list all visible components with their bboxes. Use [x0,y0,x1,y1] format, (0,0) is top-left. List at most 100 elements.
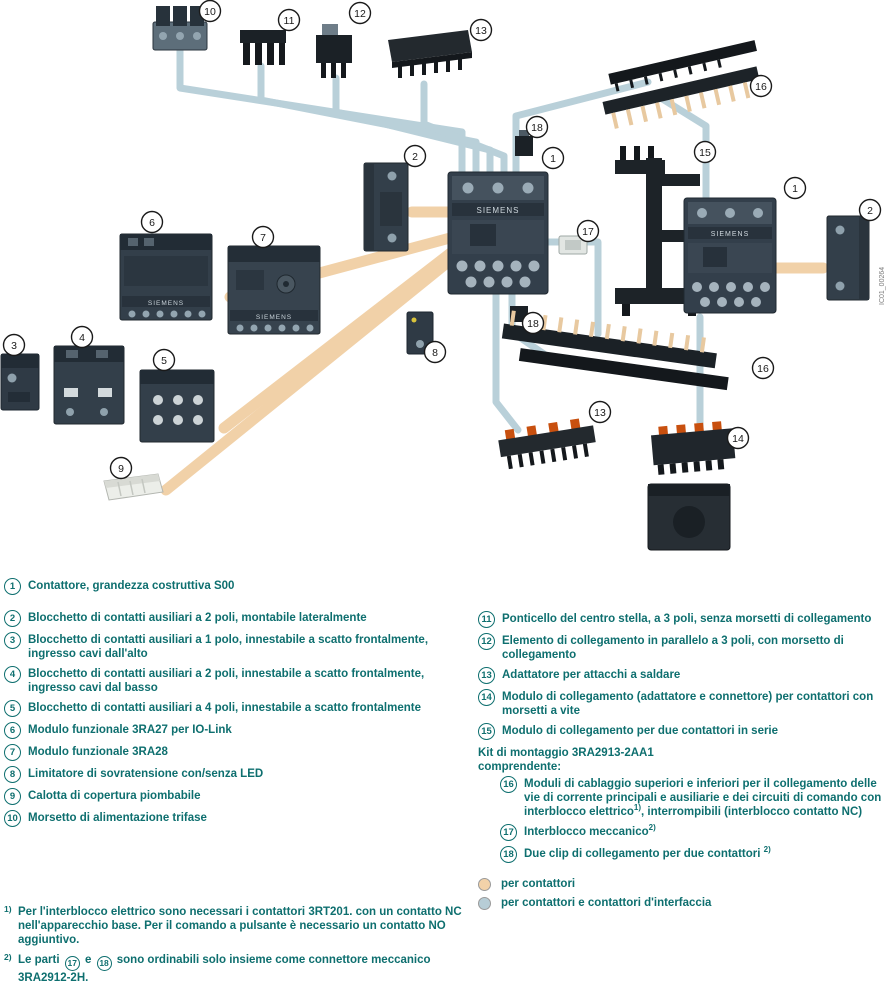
inline-callout-17: 17 [64,955,80,971]
legend-number-2: 2 [4,610,21,627]
diagram-callout-6: 6 [140,210,164,234]
kit-items: 16 Moduli di cablaggio superiori e infer… [500,776,892,863]
diagram-callout-13: 13 [469,18,493,42]
legend-item-17: 17 Interblocco meccanico2) [500,823,892,841]
footnote-ref-1: 1) [633,803,642,813]
diagram-callout-1: 1 [541,146,565,170]
svg-text:15: 15 [699,147,711,159]
brand-label: SIEMENS [711,231,750,238]
component-wiring-module-bottom [501,310,729,391]
diagram-callout-13: 13 [588,400,612,424]
footnote-2: 2) Le parti 17 e 18 sono ordinabili solo… [4,952,431,984]
component-power-terminal [152,6,208,51]
diagram-callout-15: 15 [693,140,717,164]
legend-item-12: 12 Elemento di collegamento in parallelo… [478,633,892,662]
legend-item-2: 2 Blocchetto di contatti ausiliari a 2 p… [4,610,470,627]
legend-item-1: 1 Contattore, grandezza costruttiva S00 [4,578,470,595]
legend-number-9: 9 [4,788,21,805]
legend-item-15: 15 Modulo di collegamento per due contat… [478,723,892,740]
legend-item-10: 10 Morsetto di alimentazione trifase [4,810,470,827]
svg-text:16: 16 [755,81,767,93]
component-function-module-iolink: SIEMENS [119,233,213,321]
svg-text:12: 12 [354,8,366,20]
legend-item-13: 13 Adattatore per attacchi a saldare [478,667,892,684]
svg-text:1: 1 [550,153,556,165]
component-contactor-right: SIEMENS [683,197,777,314]
legend-number-3: 3 [4,632,21,649]
component-parallel-link [316,24,352,78]
diagram-callout-10: 10 [198,0,222,23]
diagram-callout-12: 12 [348,1,372,25]
brand-label: SIEMENS [256,314,292,321]
svg-text:8: 8 [432,347,438,359]
svg-text:2: 2 [412,151,418,163]
component-aux-1pole [0,353,40,411]
component-function-module-3ra28: SIEMENS [227,245,321,335]
component-star-jumper [240,30,286,65]
legend-item-8: 8 Limitatore di sovratensione con/senza … [4,766,470,783]
diagram-callout-9: 9 [109,456,133,480]
diagram-callout-3: 3 [2,333,26,357]
svg-text:3: 3 [11,340,17,352]
footnote-1-marker: 1) [4,904,12,914]
legend-right-column: 11 Ponticello del centro stella, a 3 pol… [478,611,892,915]
svg-text:5: 5 [161,355,167,367]
svg-text:16: 16 [757,363,769,375]
svg-text:2: 2 [867,205,873,217]
color-key: per contattori per contattori e contatto… [478,877,892,910]
legend-number-4: 4 [4,666,21,683]
legend-number-7: 7 [4,744,21,761]
diagram-callout-8: 8 [423,340,447,364]
diagram-callout-4: 4 [70,325,94,349]
legend-number-13: 13 [478,667,495,684]
diagram-callout-2: 2 [403,144,427,168]
component-sealing-cover [103,473,164,501]
diagram-callout-11: 11 [277,8,301,32]
legend-number-17: 17 [500,824,517,841]
watermark: IC01_00264 [879,267,886,305]
footnote-ref-2: 2) [648,823,656,833]
component-clip-top [515,130,533,156]
legend-number-16: 16 [500,776,517,793]
color-key-contactors: per contattori [478,877,892,891]
footnote-2-marker: 2) [4,952,12,962]
svg-text:1: 1 [792,183,798,195]
svg-text:18: 18 [531,122,543,134]
blue-swatch [478,896,491,910]
kit-subtitle: comprendente: [478,761,562,773]
component-solder-adapter-top [388,30,472,78]
component-contactor-main: SIEMENS [447,171,549,295]
component-side-aux-left [363,162,409,252]
legend-item-14: 14 Modulo di collegamento (adattatore e … [478,689,892,718]
footnote-1: 1) Per l'interblocco elettrico sono nece… [4,904,462,946]
diagram-callout-5: 5 [152,348,176,372]
component-aux-2pole [53,345,125,425]
legend-item-5: 5 Blocchetto di contatti ausiliari a 4 p… [4,700,470,717]
svg-text:14: 14 [732,433,744,445]
component-aux-4pole [139,369,215,443]
legend-item-3: 3 Blocchetto di contatti ausiliari a 1 p… [4,632,470,661]
legend-number-11: 11 [478,611,495,628]
legend-number-5: 5 [4,700,21,717]
legend-number-1: 1 [4,578,21,595]
diagram-callout-17: 17 [576,219,600,243]
diagram-callout-16: 16 [749,74,773,98]
legend-number-14: 14 [478,689,495,706]
footnote-ref-2: 2) [763,845,771,855]
legend-item-11: 11 Ponticello del centro stella, a 3 pol… [478,611,892,628]
legend-item-6: 6 Modulo funzionale 3RA27 per IO-Link [4,722,470,739]
legend-number-8: 8 [4,766,21,783]
svg-text:6: 6 [149,217,155,229]
legend-item-18: 18 Due clip di collegamento per due cont… [500,845,892,863]
svg-text:10: 10 [204,6,216,18]
svg-text:17: 17 [582,226,594,238]
assembly-diagram: SIEMENS SIEMENS [0,0,886,551]
svg-text:7: 7 [260,232,266,244]
svg-text:9: 9 [118,463,124,475]
diagram-callout-18: 18 [521,311,545,335]
svg-text:4: 4 [79,332,85,344]
legend-item-9: 9 Calotta di copertura piombabile [4,788,470,805]
diagram-callout-2: 2 [858,198,882,222]
color-key-interface-contactors: per contattori e contattori d'interfacci… [478,896,892,910]
